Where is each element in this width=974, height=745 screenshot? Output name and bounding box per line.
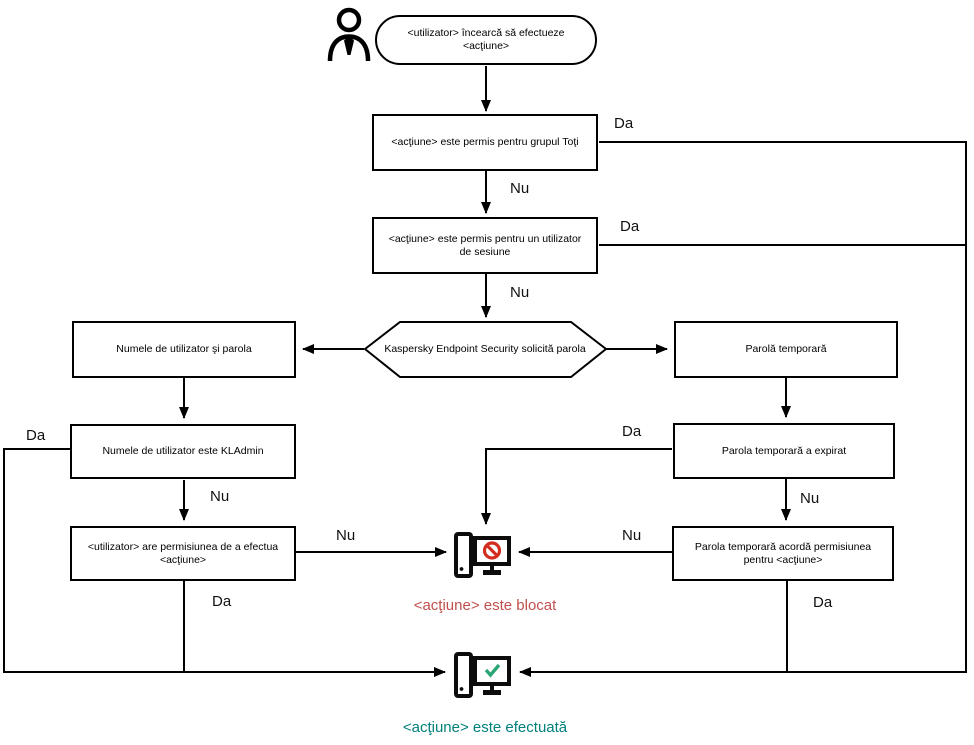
node-kladmin-label: Numele de utilizator este KLAdmin	[102, 445, 264, 457]
label-no-kladmin: Nu	[208, 488, 232, 506]
node-temp-expired: Parola temporară a expirat	[673, 423, 895, 479]
node-start: <utilizator> încearcă să efectueze <acţi…	[375, 15, 597, 65]
node-temp-password-label: Parolă temporară	[745, 343, 827, 355]
label-no-permission: Nu	[334, 527, 358, 545]
computer-check-icon	[452, 651, 512, 706]
edge-expired-yes-to-blocked	[481, 448, 672, 525]
label-yes-grant: Da	[811, 594, 835, 612]
node-temp-expired-label: Parola temporară a expirat	[721, 444, 847, 457]
label-yes-permission: Da	[210, 593, 234, 611]
blocked-status-label: <acţiune> este blocat	[413, 597, 557, 614]
label-yes-expired: Da	[620, 423, 644, 441]
prohibition-sign	[482, 541, 502, 560]
node-username-password: Numele de utilizator şi parola	[72, 321, 296, 378]
node-start-label: <utilizator> încearcă să efectueze <acţi…	[407, 27, 565, 52]
done-status-label: <acţiune> este efectuată	[402, 719, 568, 736]
label-yes-session: Da	[618, 218, 642, 236]
node-user-permission-label: <utilizator> are permisiunea de a efectu…	[87, 540, 279, 566]
node-session-allowed: <acţiune> este permis pentru un utilizat…	[372, 217, 598, 274]
computer-blocked-icon	[452, 531, 512, 586]
node-group-allowed-label: <acţiune> este permis pentru grupul Toţi	[391, 136, 579, 148]
node-username-password-label: Numele de utilizator şi parola	[116, 343, 252, 355]
node-kladmin: Numele de utilizator este KLAdmin	[70, 424, 296, 479]
label-no-expired: Nu	[798, 490, 822, 508]
edge-kladmin-yes-to-done	[3, 448, 446, 677]
label-no-session: Nu	[508, 284, 532, 302]
node-group-allowed: <acţiune> este permis pentru grupul Toţi	[372, 114, 598, 171]
node-password-prompt-label: Kaspersky Endpoint Security solicită par…	[384, 343, 586, 355]
person-outline-icon	[326, 6, 372, 67]
label-yes-kladmin: Da	[24, 427, 48, 445]
label-yes-group: Da	[612, 115, 636, 133]
check-mark	[484, 663, 501, 678]
node-temp-grants-label: Parola temporară acordă permisiunea pent…	[694, 540, 872, 566]
label-no-grant: Nu	[620, 527, 644, 545]
node-temp-password: Parolă temporară	[674, 321, 898, 378]
node-temp-grants: Parola temporară acordă permisiunea pent…	[672, 526, 894, 581]
node-session-allowed-label: <acţiune> este permis pentru un utilizat…	[388, 232, 582, 258]
edge-group-yes-to-done	[519, 141, 967, 677]
label-no-group: Nu	[508, 180, 532, 198]
node-user-permission: <utilizator> are permisiunea de a efectu…	[70, 526, 296, 581]
node-password-prompt: Kaspersky Endpoint Security solicită par…	[372, 323, 598, 376]
hexagon-password-prompt	[363, 321, 608, 378]
